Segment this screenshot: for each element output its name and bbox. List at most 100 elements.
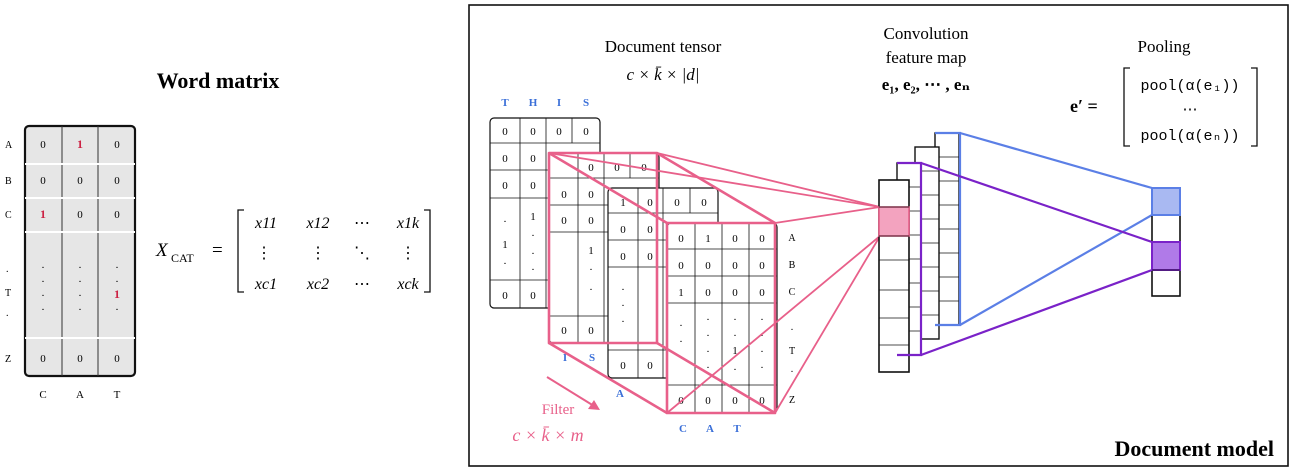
- tensor-dot: .: [707, 327, 710, 339]
- tensor-dot: .: [761, 311, 764, 323]
- filter-projection: [548, 152, 881, 414]
- equation-lhs-subscript: CAT: [171, 251, 194, 265]
- pool-right-bracket: [1251, 67, 1258, 147]
- tensor-row-label: Z: [789, 395, 795, 406]
- tensor-layer-4: 0 1 0 0 0 0 0 0 1 0 0 0 . . . . . . . . …: [666, 222, 796, 435]
- tensor-dot: .: [734, 361, 737, 373]
- tensor-letter: I: [557, 97, 561, 109]
- tensor-cell: 1: [678, 287, 684, 299]
- tensor-cell: 0: [647, 360, 653, 372]
- equation-entry: ⋯: [354, 215, 370, 232]
- tensor-cell: 1: [705, 233, 711, 245]
- tensor-letter: I: [563, 352, 567, 364]
- svg-text:.: .: [42, 301, 45, 313]
- tensor-letter: A: [616, 388, 624, 400]
- tensor-letter: H: [529, 97, 538, 109]
- pool-cell-purple: [1151, 241, 1181, 271]
- tensor-cell: 0: [759, 233, 765, 245]
- svg-text:.: .: [42, 287, 45, 299]
- word-matrix-title: Word matrix: [157, 68, 280, 93]
- tensor-cell: 0: [614, 162, 620, 174]
- equation-equals: =: [212, 240, 223, 261]
- svg-text:.: .: [42, 259, 45, 271]
- tensor-cell: 0: [705, 260, 711, 272]
- tensor-dot: .: [590, 261, 593, 273]
- word-matrix-cell: 0: [40, 139, 46, 151]
- word-matrix-cell: 0: [77, 209, 83, 221]
- svg-text:.: .: [79, 273, 82, 285]
- tensor-cell: 1: [588, 245, 594, 257]
- word-matrix-panel: Word matrix A B C . T . Z 0 1 0 0 0 0 1 …: [5, 68, 279, 401]
- tensor-cell: 0: [561, 325, 567, 337]
- word-matrix-col-label: C: [39, 389, 46, 401]
- tensor-row-label: C: [789, 287, 796, 298]
- pool-entry: pool(α(e₁)): [1140, 78, 1239, 95]
- tensor-cell: 0: [530, 153, 536, 165]
- tensor-row-label: B: [789, 260, 796, 271]
- tensor-cell: 0: [678, 260, 684, 272]
- word-matrix-row-label: B: [5, 176, 12, 187]
- filter-formula: c × k̄ × m: [512, 425, 583, 445]
- tensor-cell: 0: [588, 325, 594, 337]
- pooling-lhs: e′ =: [1070, 96, 1098, 116]
- tensor-dot: .: [761, 343, 764, 355]
- equation-entry: xc1: [254, 276, 277, 293]
- document-model-title: Document model: [1115, 436, 1274, 461]
- tensor-cell: 0: [674, 197, 680, 209]
- tensor-letter: C: [679, 423, 687, 435]
- filter-label: Filter: [542, 402, 575, 418]
- tensor-dot: .: [734, 311, 737, 323]
- svg-text:.: .: [116, 273, 119, 285]
- svg-text:.: .: [79, 259, 82, 271]
- tensor-cell: 0: [583, 126, 589, 138]
- tensor-cell: 0: [647, 251, 653, 263]
- word-matrix-frame: [23, 124, 137, 378]
- tensor-cell: 0: [732, 260, 738, 272]
- document-tensor-formula: c × k̄ × |d|: [627, 65, 700, 84]
- word-matrix-cell: 0: [40, 175, 46, 187]
- tensor-letter: S: [589, 352, 595, 364]
- equation-entry: ⋮: [310, 245, 326, 262]
- tensor-cell: 0: [705, 395, 711, 407]
- tensor-cell: 0: [530, 126, 536, 138]
- tensor-dot: .: [734, 327, 737, 339]
- tensor-cell: 1: [502, 239, 508, 251]
- word-matrix-row-label: .: [6, 264, 9, 275]
- tensor-cell: 0: [732, 287, 738, 299]
- equation-entry: x12: [305, 215, 329, 232]
- tensor-letter: T: [501, 97, 509, 109]
- word-matrix-cell-active: 1: [114, 287, 120, 301]
- pooling-title: Pooling: [1138, 37, 1191, 56]
- word-matrix-cell-active: 1: [40, 207, 46, 221]
- tensor-dot: .: [707, 311, 710, 323]
- tensor-cell: 0: [502, 126, 508, 138]
- feature-map-front: [878, 179, 910, 373]
- pool-cell-blue: [1151, 187, 1181, 216]
- svg-text:.: .: [79, 287, 82, 299]
- tensor-dot: .: [504, 213, 507, 225]
- purple-map-outline: [897, 161, 923, 357]
- tensor-cell: 0: [502, 180, 508, 192]
- tensor-cell: 0: [759, 395, 765, 407]
- tensor-cell: 0: [759, 287, 765, 299]
- word-matrix-ellipsis: . . . . . . . . . . .: [42, 259, 119, 313]
- tensor-dot: .: [680, 349, 683, 361]
- tensor-dot: .: [761, 359, 764, 371]
- tensor-cell: 0: [620, 360, 626, 372]
- word-matrix-cell: 0: [114, 139, 120, 151]
- svg-text:.: .: [116, 301, 119, 313]
- pool-left-bracket: [1123, 67, 1130, 147]
- tensor-cell: 0: [561, 215, 567, 227]
- tensor-dot: .: [680, 317, 683, 329]
- svg-text:.: .: [79, 301, 82, 313]
- svg-text:.: .: [116, 259, 119, 271]
- blue-map-outline: [935, 131, 962, 327]
- equation-entry: ⋱: [354, 245, 370, 262]
- equation-entry: x11: [254, 215, 277, 232]
- tensor-letter: T: [733, 423, 741, 435]
- tensor-cell: 1: [620, 197, 626, 209]
- tensor-cell: 1: [732, 345, 738, 357]
- word-matrix-col-label: T: [114, 389, 121, 401]
- tensor-dot: .: [622, 297, 625, 309]
